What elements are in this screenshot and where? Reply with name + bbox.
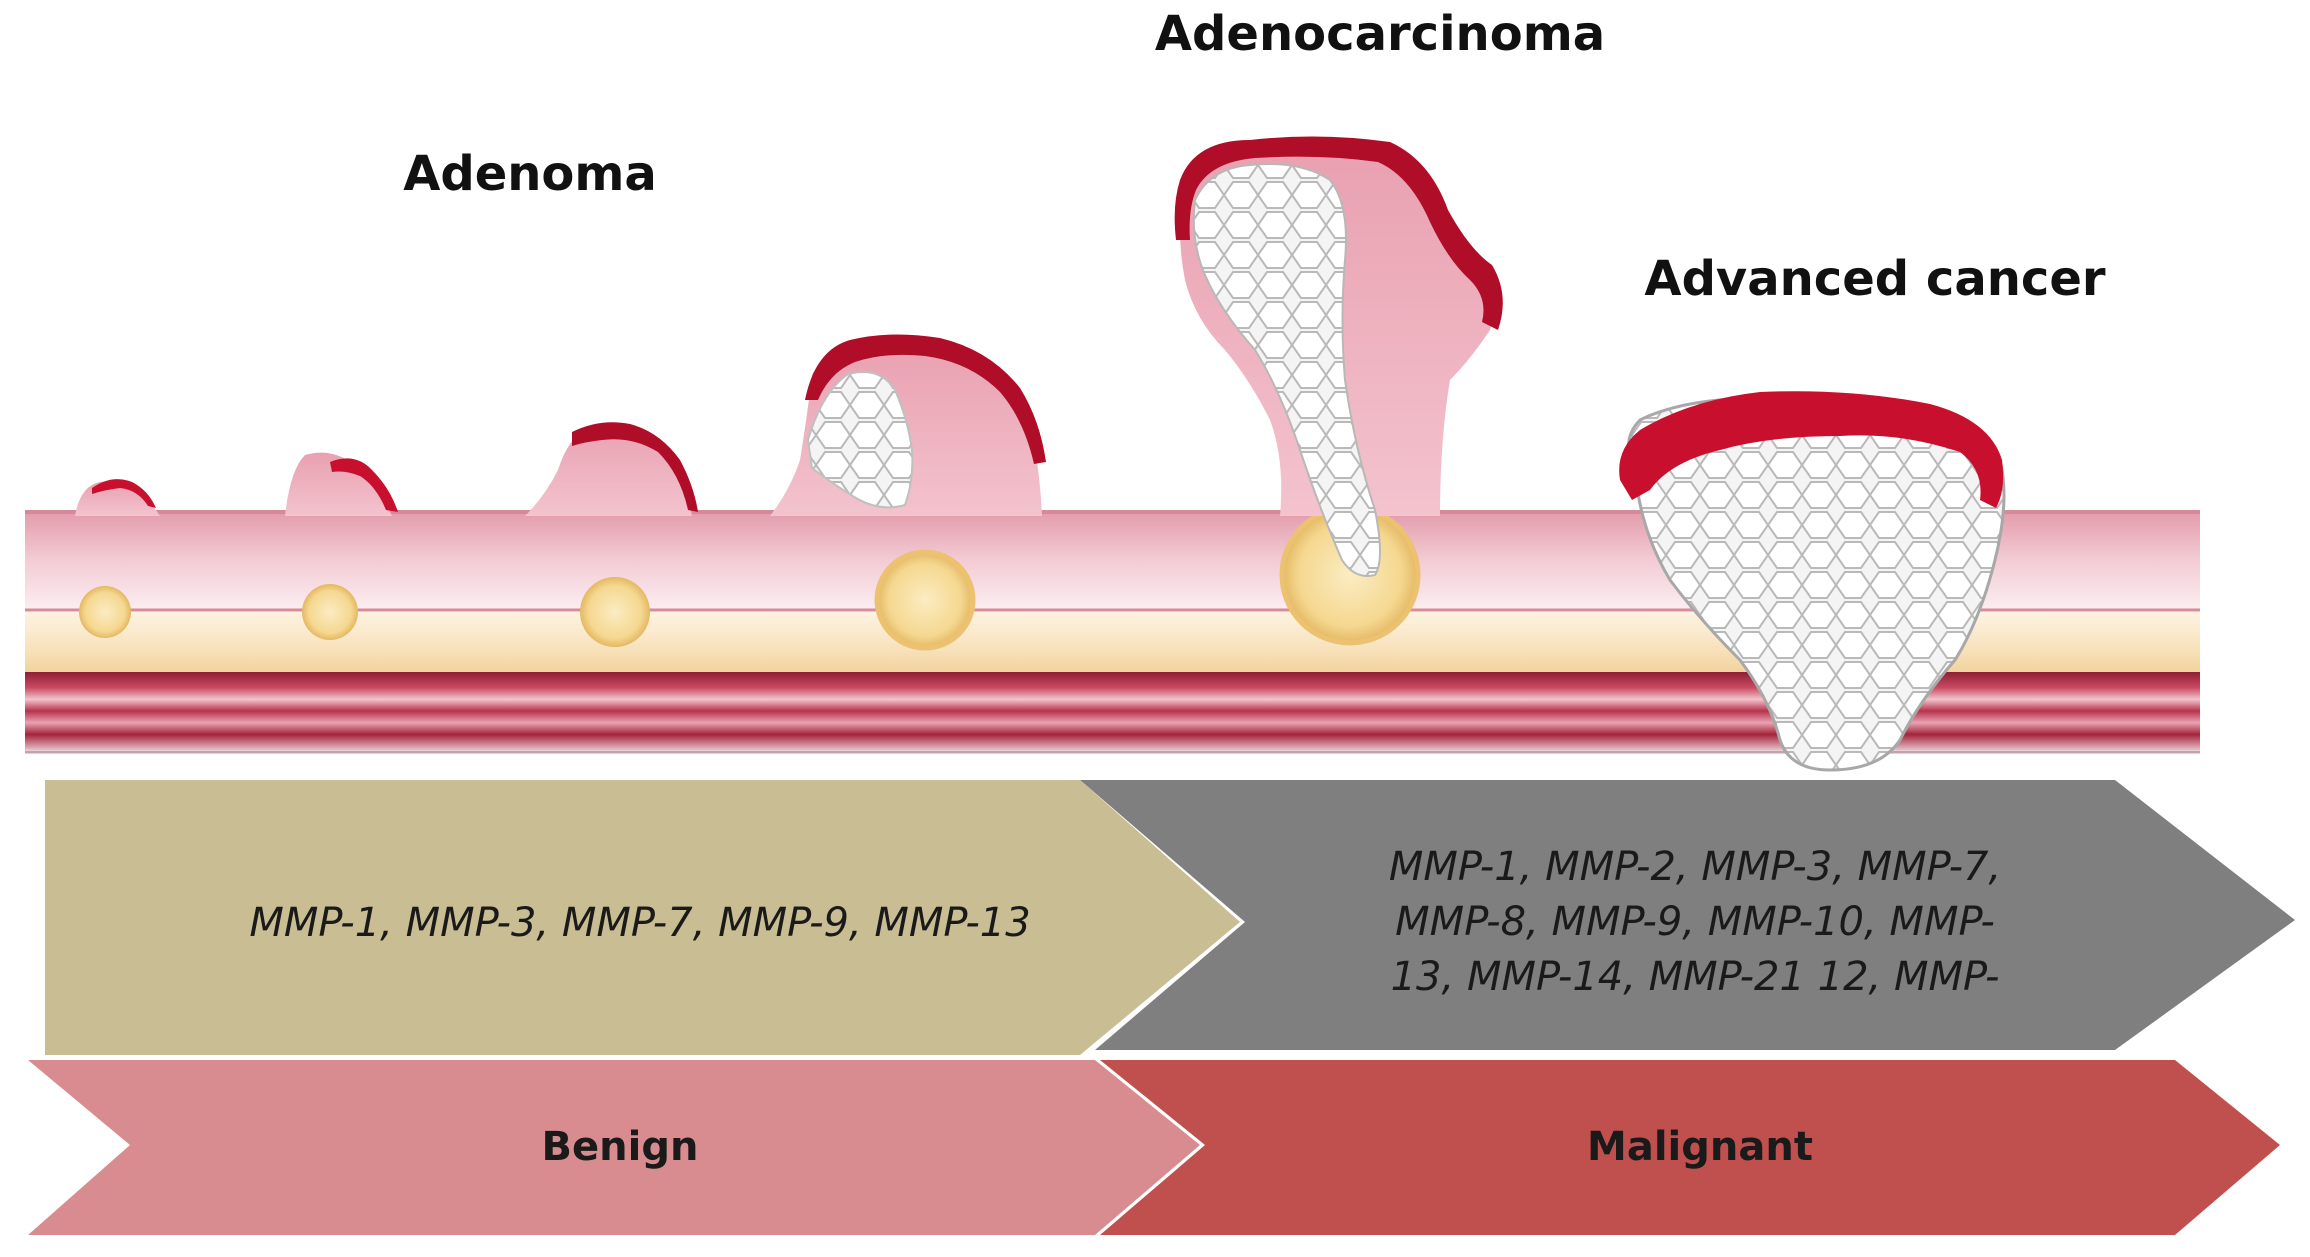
benign-mmp-list: MMP-1, MMP-3, MMP-7, MMP-9, MMP-13 — [249, 900, 1030, 946]
polyp-2-body — [285, 452, 392, 516]
polyp-5-cells — [1192, 163, 1381, 577]
polyp-1 — [75, 479, 160, 516]
polyp-4-dysplasia — [805, 334, 1046, 464]
polyp-3 — [525, 422, 698, 516]
label-adenocarcinoma: Adenocarcinoma — [1155, 6, 1605, 62]
polyp-6 — [1619, 391, 2006, 772]
malignant-mmp-line-2: MMP-8, MMP-9, MMP-10, MMP- — [1395, 899, 1995, 945]
label-adenoma: Adenoma — [403, 146, 657, 202]
classification-bands: Benign Malignant — [28, 1060, 2280, 1235]
nodule-1 — [79, 586, 131, 638]
nodule-2 — [302, 584, 358, 640]
polyp-5-dysplasia — [1174, 136, 1503, 330]
polyp-6-dysplasia — [1619, 391, 2004, 508]
polyp-2-dysplasia — [330, 458, 398, 512]
nodules — [79, 504, 1421, 651]
nodule-3 — [580, 577, 650, 647]
benign-mmp-arrow — [45, 780, 1240, 1055]
polyp-5 — [1174, 136, 1503, 577]
malignant-mmp-arrow — [1080, 780, 2295, 1050]
polyp-4-cells — [806, 371, 914, 509]
polyp-2 — [285, 452, 398, 516]
malignant-label: Malignant — [1587, 1124, 1813, 1170]
mmp-arrows: MMP-1, MMP-3, MMP-7, MMP-9, MMP-13 MMP-1… — [45, 780, 2295, 1055]
nodule-4 — [874, 549, 976, 651]
label-advanced-cancer: Advanced cancer — [1644, 251, 2105, 307]
malignant-mmp-line-3: 13, MMP-14, MMP-21 12, MMP- — [1391, 954, 2000, 1000]
polyp-3-dysplasia — [572, 422, 698, 512]
polyp-1-dysplasia — [92, 479, 156, 508]
polyp-4 — [770, 334, 1046, 516]
malignant-band — [1100, 1060, 2280, 1235]
benign-label: Benign — [542, 1124, 699, 1170]
benign-band — [28, 1060, 1200, 1235]
malignant-mmp-line-1: MMP-1, MMP-2, MMP-3, MMP-7, — [1389, 844, 2001, 890]
